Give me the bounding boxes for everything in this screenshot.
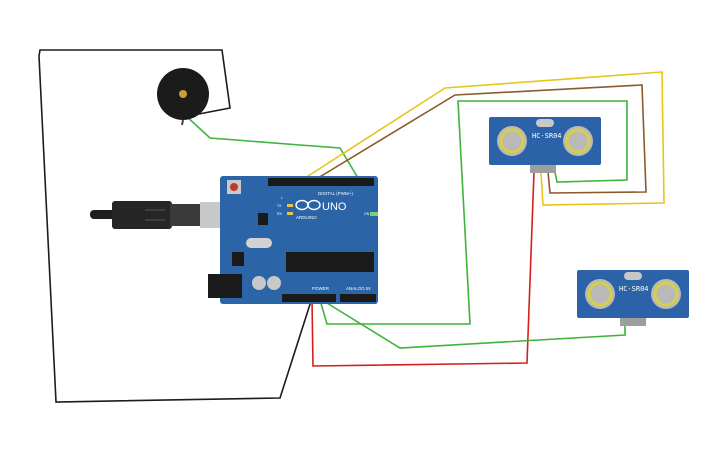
atmega-chip <box>286 252 374 272</box>
board-brand: ARDUINO <box>296 215 317 220</box>
wire-red[interactable] <box>311 171 535 367</box>
wire-black[interactable] <box>38 49 313 403</box>
piezo-buzzer-icon[interactable] <box>157 68 209 126</box>
power-header <box>282 294 336 302</box>
ultrasonic-sensor-2[interactable]: HC-SR04 <box>577 270 689 326</box>
usb-cable-icon[interactable] <box>90 201 238 229</box>
rx-label: RX <box>277 212 283 216</box>
analog-header <box>340 294 376 302</box>
wire-green-sensor1[interactable] <box>319 100 628 325</box>
analog-label: ANALOG IN <box>346 286 371 291</box>
tx-label: TX <box>277 204 282 208</box>
on-label: ON <box>364 212 370 216</box>
crystal <box>246 238 272 248</box>
arduino-logo-icon <box>295 199 321 211</box>
digital-header <box>268 178 374 186</box>
power-jack <box>208 274 242 298</box>
ultrasonic-sensor-1[interactable]: HC-SR04 <box>489 117 601 173</box>
digital-label: DIGITAL (PWM~) <box>318 191 353 196</box>
board-model: UNO <box>322 201 347 213</box>
wire-green-sensor2[interactable] <box>321 299 626 349</box>
sensor1-label: HC-SR04 <box>532 132 562 140</box>
wire-green-buzzer[interactable] <box>184 114 359 179</box>
sensor2-label: HC-SR04 <box>619 285 649 293</box>
l-label: L <box>281 196 283 200</box>
wire-yellow[interactable] <box>304 71 665 206</box>
wire-brown[interactable] <box>317 84 647 194</box>
power-label: POWER <box>312 286 330 291</box>
arduino-uno-board[interactable]: UNO ARDUINO DIGITAL (PWM~) POWER ANALOG … <box>208 176 378 304</box>
